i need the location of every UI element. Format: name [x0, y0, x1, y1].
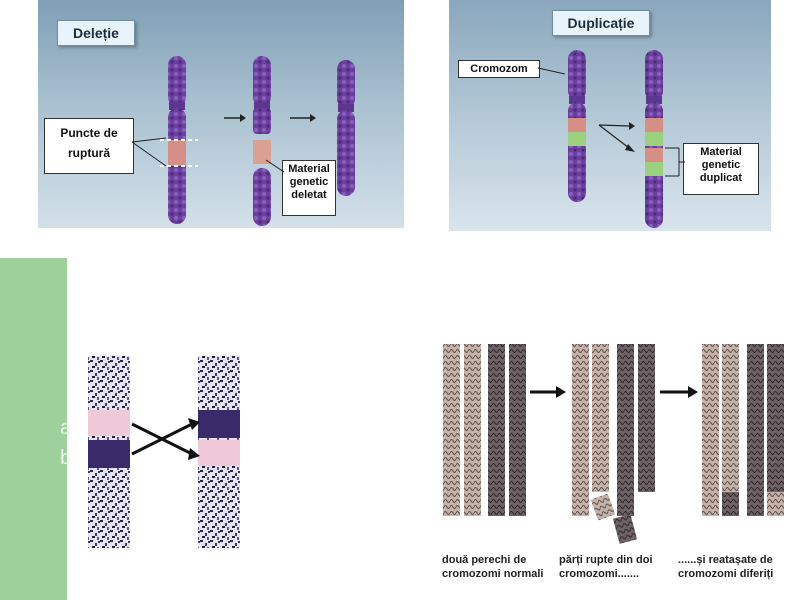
caption1-line2: cromozomi normali — [442, 568, 544, 580]
duplicated-label-line1: Material — [700, 146, 742, 158]
deletion-illustration — [131, 56, 355, 226]
ghost-text-a: a — [60, 417, 72, 439]
chromosome-duplicated — [645, 50, 663, 228]
duplication-illustration — [537, 50, 685, 228]
deletion-panel: Deleție Puncte de ruptură Material genet… — [38, 0, 404, 228]
deleted-label-line1: Material — [288, 163, 330, 175]
chromosome-original — [568, 50, 586, 202]
caption1-line1: două perechi de — [442, 554, 527, 566]
deleted-material-label: Material genetic deletat — [282, 160, 336, 216]
green-sidebar — [0, 258, 67, 600]
chromosome-label: Cromozom — [458, 60, 540, 78]
deleted-label-line3: deletat — [291, 189, 327, 201]
duplicated-label-line3: duplicat — [699, 172, 743, 184]
translocation-broken-pairs — [572, 344, 655, 544]
duplicated-label-line2: genetic — [701, 159, 741, 171]
caption2-line2: cromozomi....... — [559, 568, 640, 580]
caption-normal-pairs: două perechi de cromozomi normali — [442, 553, 543, 581]
detached-segment — [253, 140, 271, 164]
break-points-label-line2: ruptură — [68, 146, 110, 160]
chromosome-normal — [160, 56, 198, 224]
inversion-chromosome-right — [198, 356, 240, 548]
ghost-text-b: b — [60, 447, 72, 469]
caption-broken-parts: părți rupte din doi cromozomi....... — [559, 553, 653, 581]
deleted-segment — [168, 140, 186, 166]
deleted-label-line2: genetic — [289, 176, 329, 188]
caption3-line2: cromozomi diferiți — [678, 568, 774, 580]
duplication-panel: Duplicație Cromozom Material genetic dup… — [449, 0, 771, 231]
break-points-label: Puncte de ruptură — [44, 118, 134, 174]
inversion-chromosome-left — [88, 356, 130, 548]
chromosome-breaking — [253, 56, 271, 226]
duplicated-material-label: Material genetic duplicat — [683, 143, 759, 195]
deletion-title: Deleție — [57, 20, 135, 46]
duplication-title: Duplicație — [552, 10, 650, 36]
caption2-line1: părți rupte din doi — [559, 554, 653, 566]
caption-reattached: ......și reatașate de cromozomi diferiți — [678, 553, 773, 581]
caption3-line1: ......și reatașate de — [678, 554, 773, 566]
chromosome-deleted — [337, 60, 355, 196]
break-points-label-line1: Puncte de — [60, 126, 118, 140]
translocation-reattached-pairs — [702, 344, 784, 516]
translocation-normal-pairs — [443, 344, 526, 516]
